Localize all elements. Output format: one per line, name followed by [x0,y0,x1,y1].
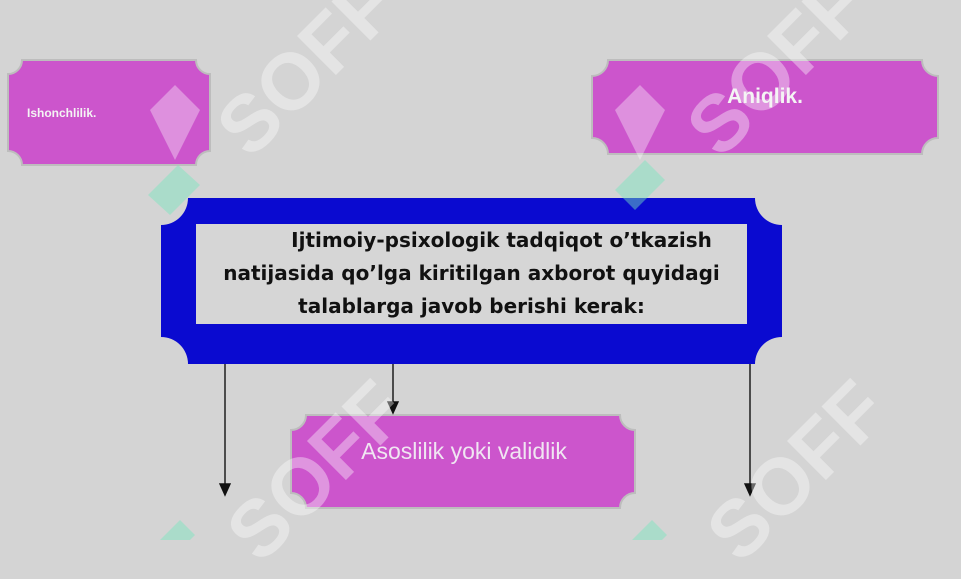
watermark-logos-green [148,160,667,540]
arrow-middle-head [386,401,400,415]
aniqlik-box [591,59,939,155]
main-line-2: natijasida qo’lga kiritilgan axborot quy… [223,261,720,285]
watermark-green-4 [632,520,667,540]
watermark-logo-1 [150,85,200,160]
diagram-shapes [7,59,939,540]
main-line-3: talablarga javob berishi kerak: [298,294,645,318]
arrow-left-head [218,483,232,497]
ishonchlilik-box [7,59,211,166]
asoslilik-label: Asoslilik yoki validlik [361,438,567,464]
diagram: SOFF SOFF SOFF SOFF Ishonchlilik. Aniqli… [7,0,939,578]
main-text-area [196,224,747,324]
main-line-1: Ijtimoiy-psixologik tadqiqot o’tkazish [291,228,712,252]
arrow-right-head [743,483,757,497]
watermark-logo-2 [615,85,665,160]
arrows [218,364,757,497]
main-statement: Ijtimoiy-psixologik tadqiqot o’tkazish n… [196,224,747,324]
asoslilik-box [290,414,636,509]
aniqlik-label: Aniqlik. [727,85,803,108]
watermark-green-1 [148,165,200,215]
watermark-green-2 [615,160,665,210]
watermark-green-3 [160,520,195,540]
ishonchlilik-label: Ishonchlilik. [27,106,97,120]
watermark-logos [150,85,665,160]
